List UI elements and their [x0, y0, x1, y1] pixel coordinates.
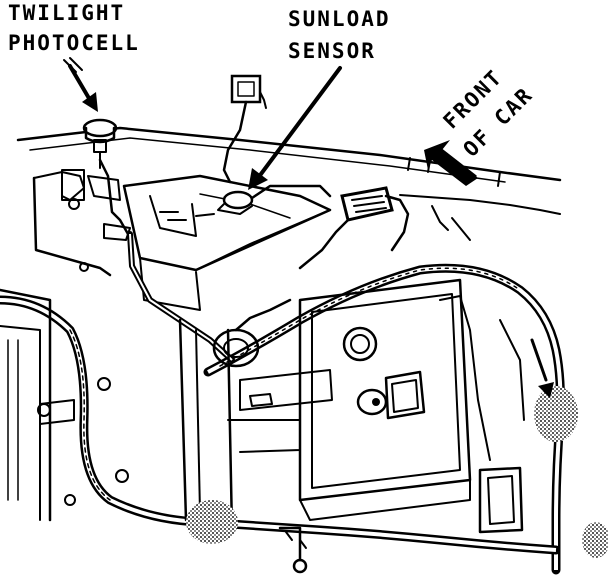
ground-stud	[278, 526, 308, 574]
lower-harness-loop	[0, 295, 561, 555]
front-of-car-label: FRONT OF CAR	[439, 65, 538, 162]
harness-routing-arrow	[530, 338, 554, 398]
right-bracket	[439, 295, 525, 534]
twilight-arrow	[63, 57, 98, 112]
main-harness-connector	[298, 186, 410, 270]
hvac-module-panel	[298, 278, 472, 521]
sunload-label-line2: SENSOR	[288, 39, 376, 63]
harness-clip-right-lower	[582, 522, 608, 558]
left-side-panel	[0, 288, 129, 522]
harness-clip-lower-left	[186, 500, 238, 544]
twilight-photocell-label: TWILIGHT PHOTOCELL	[8, 1, 140, 55]
sunload-sensor-label: SUNLOAD SENSOR	[288, 7, 391, 63]
photocell-bracket	[32, 169, 121, 277]
front-of-car-arrow	[424, 140, 478, 186]
sunload-sensor	[217, 184, 332, 215]
twilight-label-line2: PHOTOCELL	[8, 31, 140, 55]
twilight-photocell	[82, 118, 131, 241]
sunload-sensor-connector	[222, 74, 267, 184]
twilight-label-line1: TWILIGHT	[8, 1, 125, 25]
harness-clip-locations	[186, 386, 608, 558]
harness-clip-right	[534, 386, 578, 442]
sunload-arrow	[248, 66, 342, 190]
sunload-label-line1: SUNLOAD	[288, 7, 391, 31]
